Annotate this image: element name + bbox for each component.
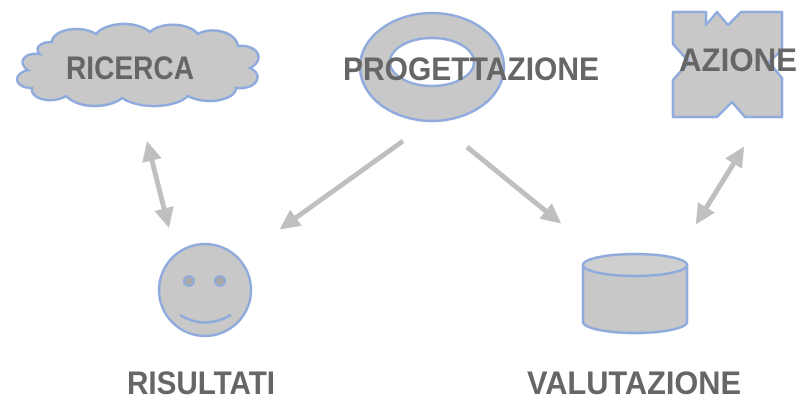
label-progettazione: PROGETTAZIONE [343, 51, 599, 87]
label-ricerca: RICERCA [66, 50, 194, 86]
cloud-shape [16, 22, 260, 108]
label-azione: AZIONE [679, 42, 797, 78]
donut-shape [358, 11, 506, 123]
four-arrow-square-shape [671, 10, 784, 119]
arrow-progettazione-risultati [279, 138, 405, 230]
label-risultati: RISULTATI [127, 365, 275, 401]
smiley-left-eye [183, 275, 195, 287]
arrow-progettazione-valutazione [465, 145, 562, 224]
cylinder-shape [581, 252, 689, 335]
smiley-mouth [179, 313, 232, 324]
smiley-right-eye [214, 275, 226, 287]
arrow-ricerca-risultati [142, 141, 174, 228]
label-valutazione: VALUTAZIONE [527, 365, 741, 401]
arrow-valutazione-azione [695, 146, 745, 225]
smiley-face-shape [157, 242, 253, 338]
